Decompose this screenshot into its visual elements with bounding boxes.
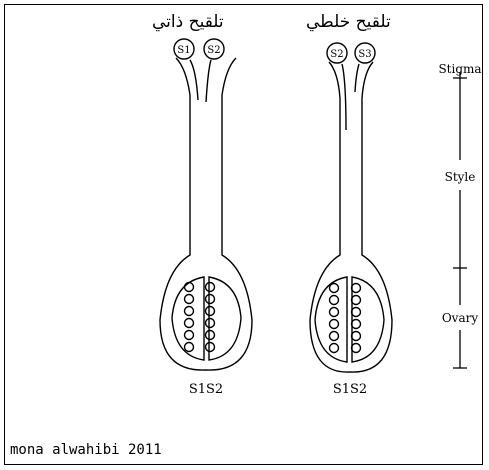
left-ovules (185, 283, 215, 352)
right-pistil-outline (310, 62, 392, 372)
credit-text: mona alwahibi 2011 (10, 442, 162, 458)
scale-label-stigma: Stigma (438, 62, 481, 76)
scale-label-style: Style (445, 170, 476, 184)
scale-label-ovary: Ovary (442, 311, 479, 325)
right-ovary-label: S1S2 (333, 382, 367, 397)
right-ovules (330, 284, 361, 353)
right-ovary-chamber-left (315, 277, 347, 362)
right-pollen-tube-2 (355, 64, 359, 92)
left-pollen-s1-label: S1 (177, 45, 190, 56)
left-pollen-s2-label: S2 (207, 45, 220, 56)
left-ovary-label: S1S2 (189, 382, 223, 397)
left-pollen-tube-2 (206, 60, 211, 102)
right-pollen-tube-1 (342, 64, 346, 130)
right-pollen-s3-label: S3 (358, 49, 371, 60)
left-pistil (160, 39, 252, 370)
right-pollen-s2-label: S2 (330, 49, 343, 60)
right-pistil (310, 43, 392, 372)
left-pollen-tube-1 (190, 60, 198, 100)
